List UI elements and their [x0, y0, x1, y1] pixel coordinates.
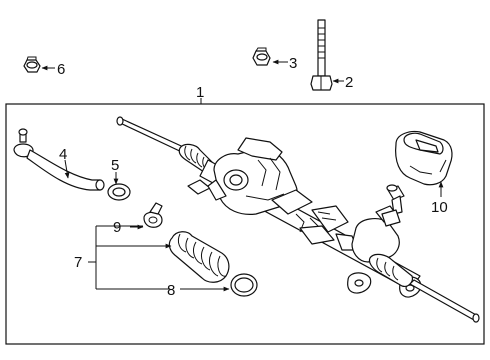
part-4-tie-rod-end[interactable]	[13, 128, 105, 191]
leader-4	[64, 159, 70, 179]
part-2-bolt[interactable]	[310, 19, 333, 91]
part-10-mount-insulator[interactable]	[395, 130, 453, 186]
leader-7-bracket	[88, 245, 170, 290]
part-5-lock-nut[interactable]	[107, 183, 131, 201]
part-7-boot[interactable]	[168, 231, 230, 283]
callout-5: 5	[111, 157, 119, 174]
part-9-clamp[interactable]	[143, 202, 163, 228]
callout-6: 6	[57, 61, 65, 78]
callout-2: 2	[345, 74, 353, 91]
callout-1: 1	[196, 84, 204, 101]
callout-4: 4	[59, 146, 67, 163]
part-3-nut[interactable]	[252, 47, 271, 66]
part-8-ring[interactable]	[230, 273, 258, 297]
part-6-nut[interactable]	[23, 56, 41, 73]
callout-10: 10	[431, 199, 448, 216]
callout-8: 8	[167, 282, 175, 299]
callout-9: 9	[113, 219, 121, 236]
callout-7: 7	[74, 254, 82, 271]
steering-rack-assembly[interactable]	[116, 116, 480, 323]
assembly-frame	[5, 103, 485, 345]
callout-3: 3	[289, 55, 297, 72]
